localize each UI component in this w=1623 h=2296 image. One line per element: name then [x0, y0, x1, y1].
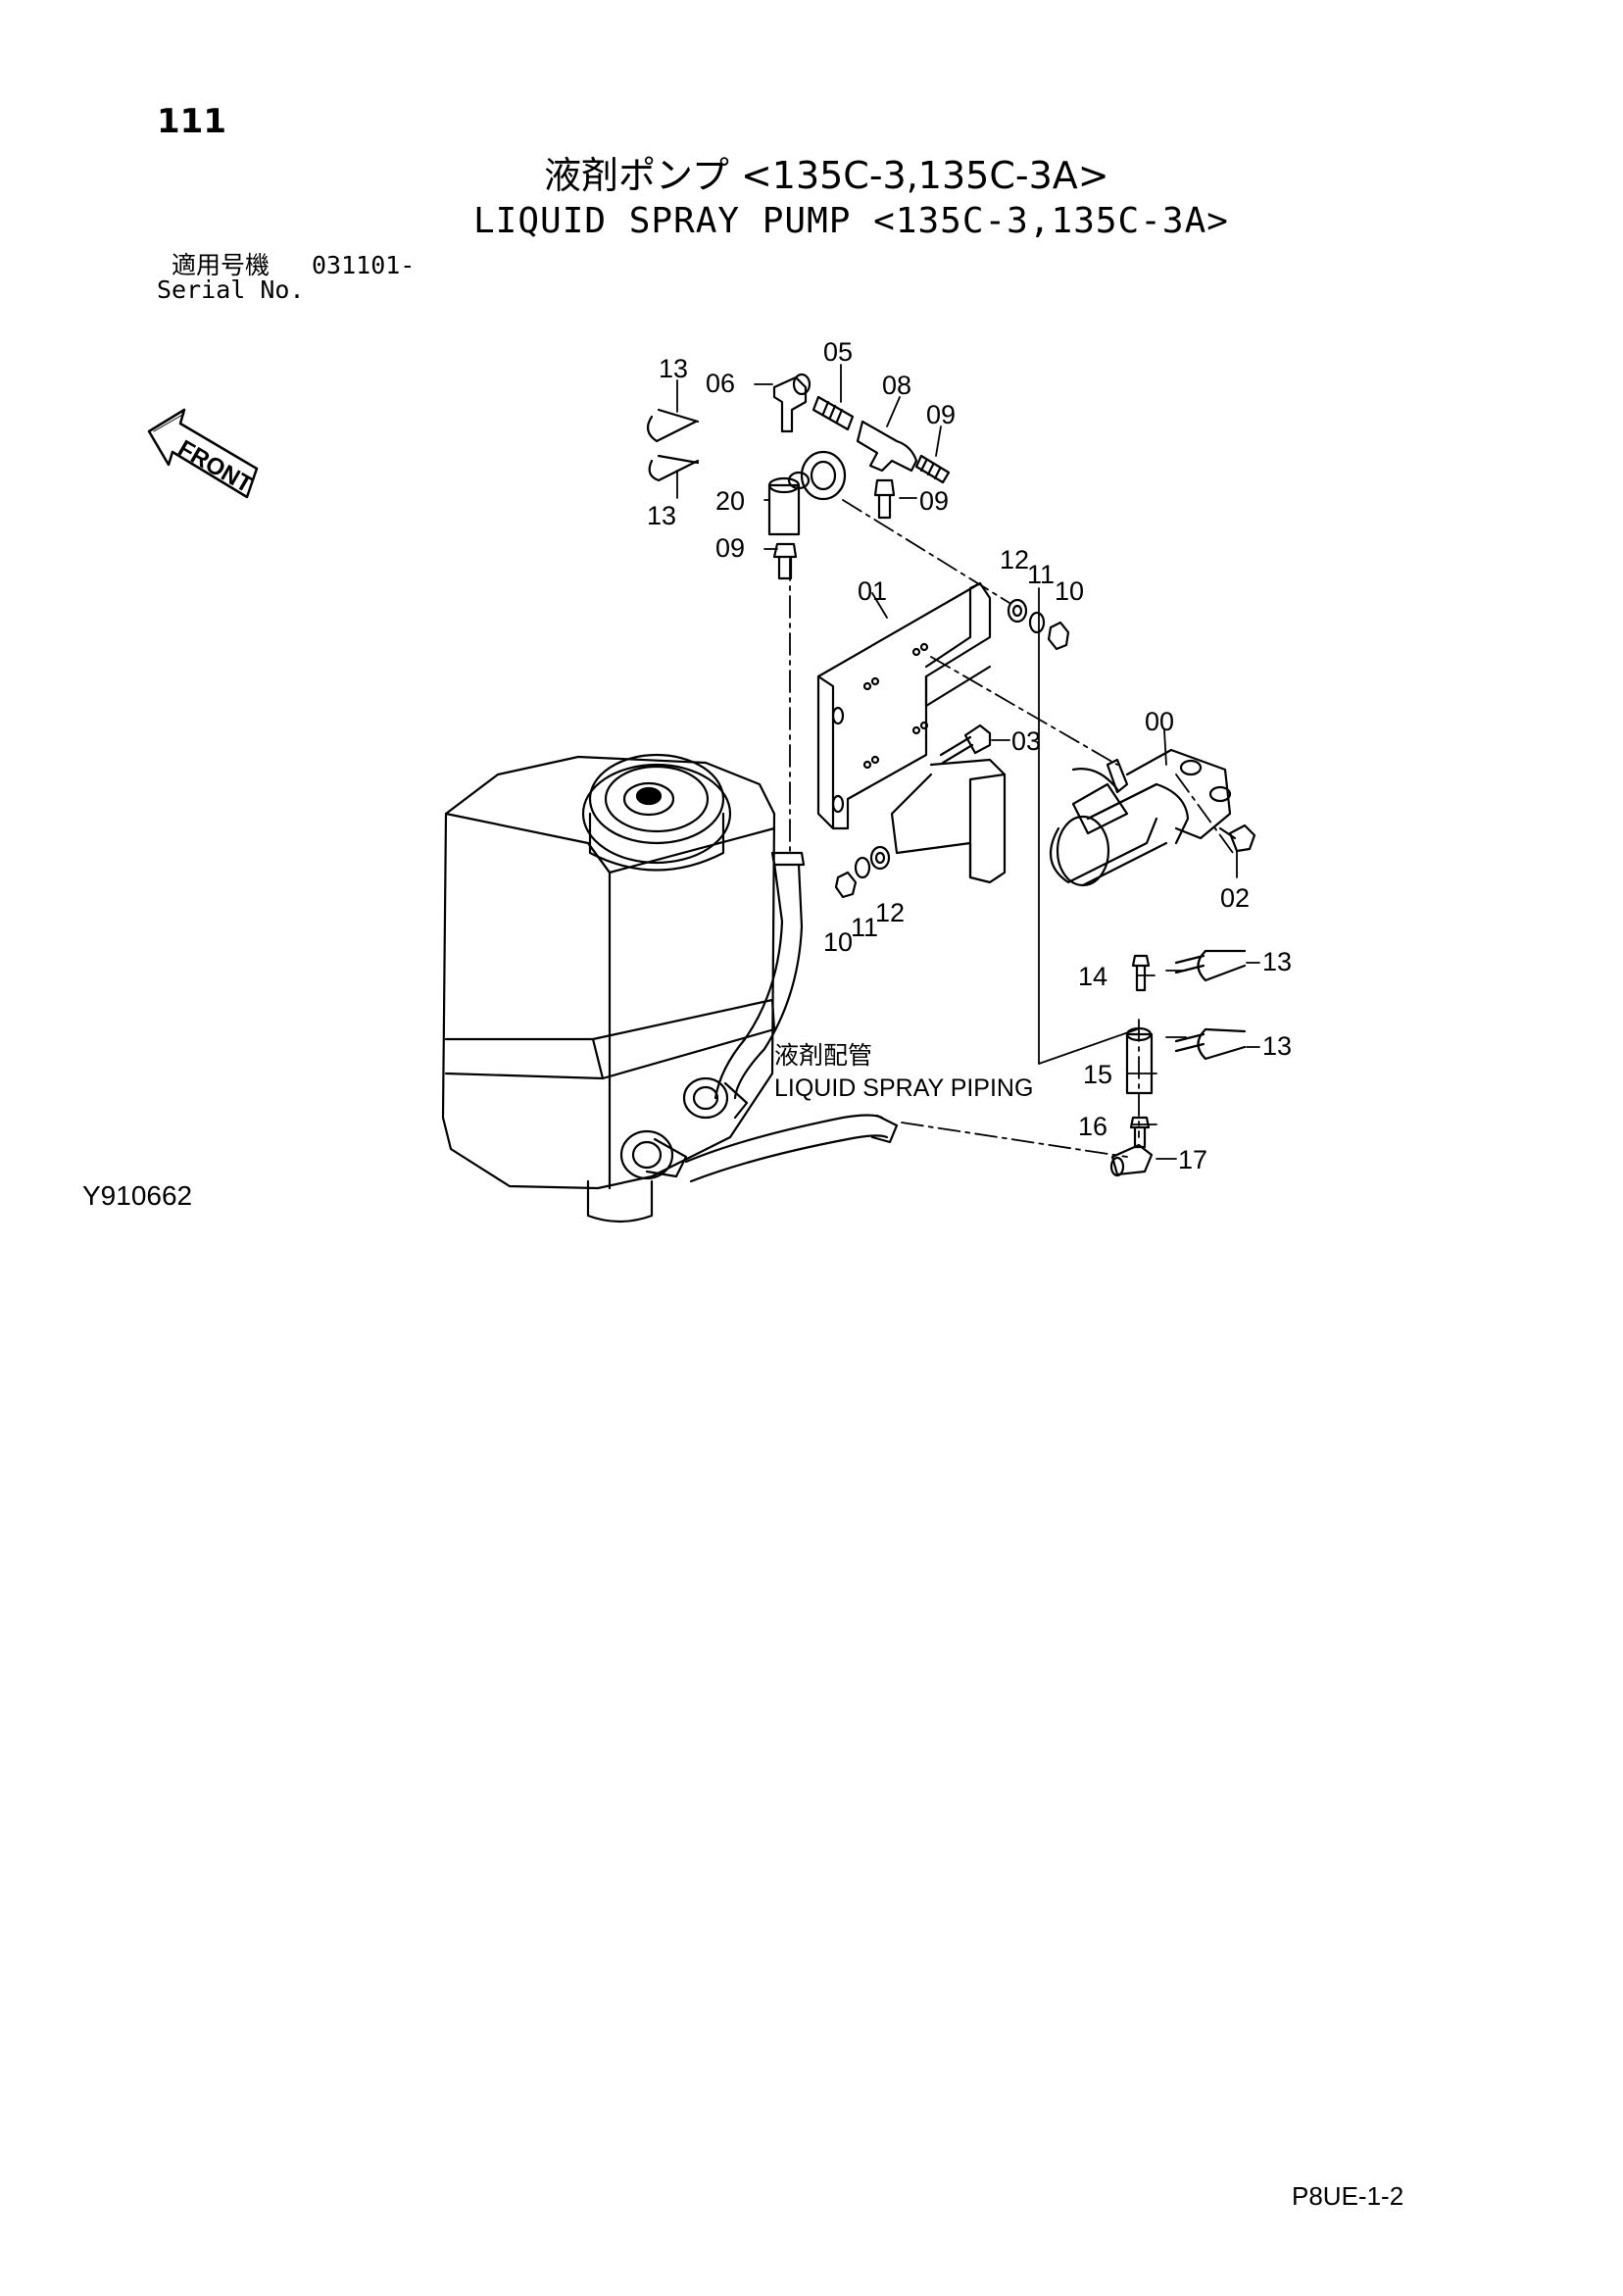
serial-number-value: 031101-	[312, 251, 416, 279]
drawing-id: Y910662	[82, 1180, 193, 1211]
callout-09: 09	[926, 400, 956, 429]
serial-label-english: Serial No.	[157, 275, 305, 304]
callout-13: 13	[659, 354, 688, 383]
pump-motor	[1049, 748, 1232, 887]
tank-cap	[581, 763, 732, 865]
callout-09: 09	[919, 486, 949, 516]
page-title-english: LIQUID SPRAY PUMP <135C-3,135C-3A>	[473, 201, 1229, 241]
callout-05: 05	[823, 337, 853, 367]
callout-16: 16	[1078, 1112, 1107, 1141]
callout-14: 14	[1078, 962, 1107, 991]
callout-12: 12	[1000, 545, 1029, 574]
callout-02: 02	[1220, 883, 1250, 913]
liquid-tank	[441, 753, 776, 1223]
mounting-bracket	[816, 581, 1007, 884]
callout-11: 11	[851, 913, 878, 942]
reference-code: P8UE-1-2	[1292, 2181, 1404, 2211]
callout-11: 11	[1027, 560, 1055, 589]
callout-labels: 13 13 06 05 08 09 09 20 09 12 11 10 01 0…	[647, 337, 1292, 1174]
hose-lines	[684, 851, 899, 1183]
serial-label-japanese: 適用号機	[172, 251, 270, 279]
callout-13: 13	[1262, 1031, 1292, 1061]
callout-17: 17	[1178, 1145, 1207, 1174]
callout-leaders	[676, 364, 1260, 1160]
callout-01: 01	[858, 576, 887, 606]
callout-13: 13	[1262, 947, 1292, 976]
callout-12: 12	[875, 898, 905, 927]
piping-label-english: LIQUID SPRAY PIPING	[774, 1074, 1033, 1102]
small-fittings	[646, 373, 1256, 1177]
callout-13: 13	[647, 501, 676, 530]
callout-10: 10	[823, 927, 853, 957]
callout-06: 06	[706, 369, 735, 398]
callout-20: 20	[715, 486, 745, 516]
callout-08: 08	[882, 371, 911, 400]
front-direction-arrow: FRONT	[147, 408, 259, 499]
page-title-japanese: 液剤ポンプ <135C-3,135C-3A>	[544, 154, 1109, 197]
page-number: 111	[157, 102, 226, 141]
callout-15: 15	[1083, 1060, 1112, 1089]
callout-03: 03	[1011, 726, 1041, 756]
callout-09: 09	[715, 533, 745, 563]
callout-00: 00	[1145, 707, 1174, 736]
callout-10: 10	[1055, 576, 1084, 606]
piping-label-japanese: 液剤配管	[774, 1042, 872, 1070]
